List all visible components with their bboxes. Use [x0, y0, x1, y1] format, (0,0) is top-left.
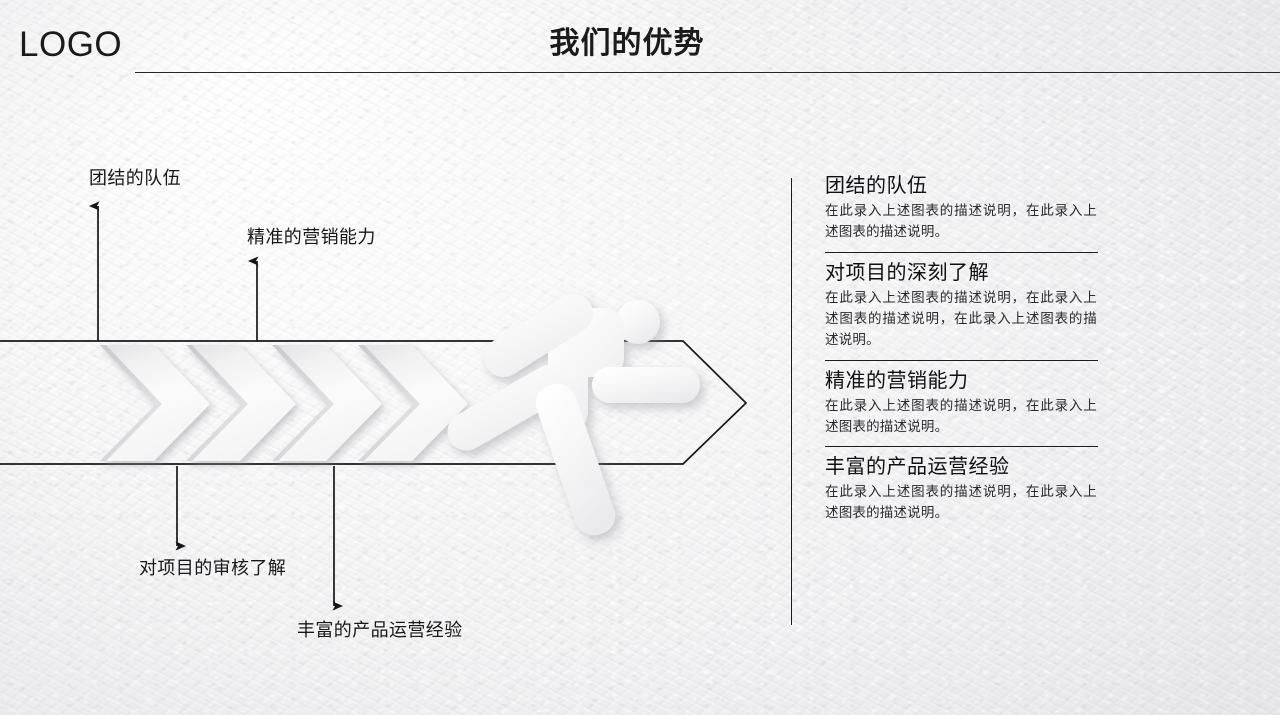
chevron-2: [186, 345, 296, 461]
list-item-desc: 在此录入上述图表的描述说明，在此录入上述图表的描述说明。: [825, 203, 1097, 240]
chevron-1: [100, 345, 210, 461]
list-item-title: 精准的营销能力: [825, 367, 969, 392]
list-item-divider: [825, 446, 1098, 448]
diagram-label-2: 精准的营销能力: [247, 227, 376, 248]
running-man-icon: [447, 293, 700, 536]
chevron-4: [358, 345, 468, 461]
advantages-list: 团结的队伍 在此录入上述图表的描述说明，在此录入上述图表的描述说明。 对项目的深…: [825, 172, 1125, 524]
logo: LOGO: [19, 25, 123, 64]
chevron-3: [272, 345, 382, 461]
list-item: 精准的营销能力 在此录入上述图表的描述说明，在此录入上述图表的描述说明。: [825, 367, 1125, 448]
right-arrow-outline: [0, 340, 748, 465]
list-item-title: 丰富的产品运营经验: [825, 454, 1010, 479]
diagram-svg: [0, 201, 748, 611]
header-divider: [135, 72, 1280, 73]
list-item-divider: [825, 359, 1098, 361]
list-item-desc: 在此录入上述图表的描述说明，在此录入上述图表的描述说明。: [825, 484, 1097, 522]
diagram-label-1: 团结的队伍: [89, 168, 181, 189]
diagram-label-4: 丰富的产品运营经验: [297, 620, 463, 641]
list-item: 对项目的深刻了解 在此录入上述图表的描述说明，在此录入上述图表的描述说明，在此录…: [825, 259, 1125, 361]
diagram-label-3: 对项目的审核了解: [139, 558, 287, 579]
advantages-diagram: 团结的队伍 精准的营销能力 对项目的审核了解 丰富的产品运营经验: [0, 168, 748, 641]
list-item-desc: 在此录入上述图表的描述说明，在此录入上述图表的描述说明。: [825, 397, 1097, 435]
list-item-desc: 在此录入上述图表的描述说明，在此录入上述图表的描述说明，在此录入上述图表的描述说…: [825, 289, 1097, 348]
right-panel-divider: [791, 178, 792, 625]
list-item-title: 对项目的深刻了解: [825, 259, 989, 284]
connector-arrows: [89, 201, 343, 611]
list-item-title: 团结的队伍: [825, 173, 928, 197]
chevron-group: [100, 345, 468, 461]
list-item: 团结的队伍 在此录入上述图表的描述说明，在此录入上述图表的描述说明。: [825, 172, 1125, 253]
list-item-divider: [825, 251, 1098, 253]
list-item: 丰富的产品运营经验 在此录入上述图表的描述说明，在此录入上述图表的描述说明。: [825, 453, 1125, 524]
page-title: 我们的优势: [549, 26, 705, 61]
